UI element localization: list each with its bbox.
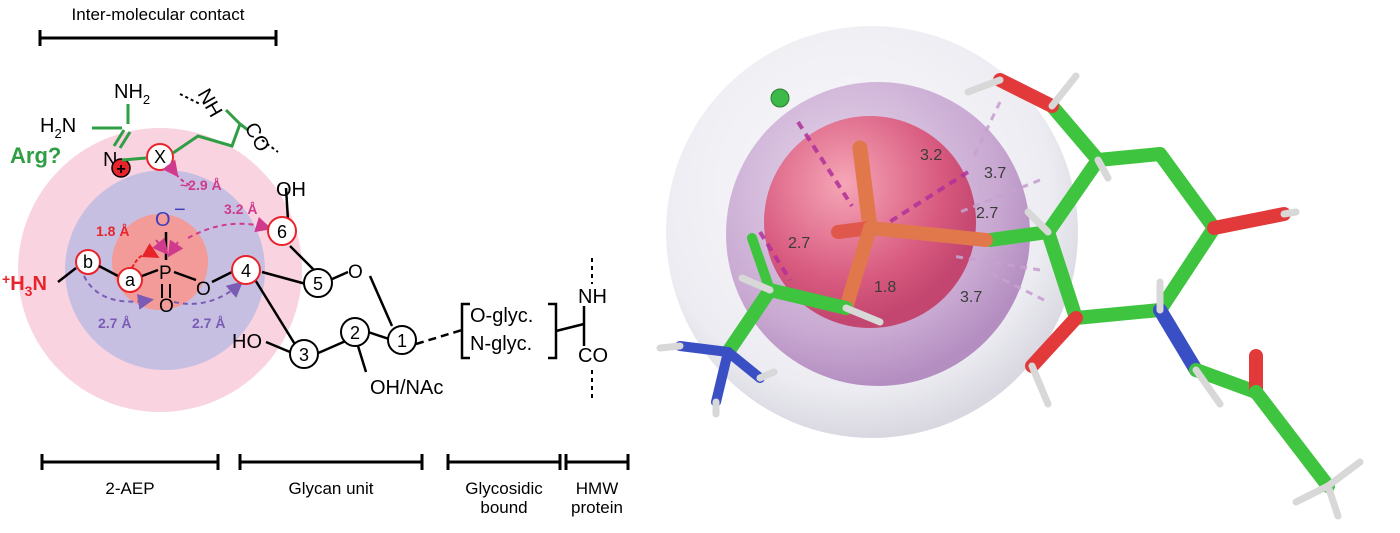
model-distance-3-7-bottom: 3.7	[960, 289, 982, 306]
arg-label: Arg?	[10, 143, 61, 168]
inter-molecular-contact-bracket: Inter-molecular contact	[38, 5, 278, 46]
protein-co: CO	[578, 345, 608, 367]
phosphate-o-top: O	[155, 209, 171, 231]
distance-2-7-left: 2.7 Å	[98, 315, 131, 331]
distance-annotations: 1.8 Å ~2.9 Å 3.2 Å 2.7 Å 2.7 Å	[83, 159, 272, 331]
contact-atom	[770, 88, 790, 108]
amine-chain: +H3N b a	[2, 249, 159, 299]
distance-2-7-right: 2.7 Å	[192, 315, 225, 331]
svg-text:+: +	[116, 161, 125, 178]
ring-position-2	[340, 317, 370, 347]
model-distance-2-7-right: 2.7	[976, 205, 998, 222]
distance-2-9: ~2.9 Å	[180, 177, 222, 193]
model-distance-3-2: 3.2	[920, 147, 942, 164]
label-bound: bound	[480, 498, 527, 517]
ring-oxygen: O	[348, 262, 363, 283]
oh-top: OH	[276, 179, 306, 201]
svg-text:4: 4	[241, 261, 251, 281]
inter-molecular-contact-label: Inter-molecular contact	[72, 5, 245, 24]
label-protein: protein	[571, 498, 623, 517]
model-distance-2-7-left: 2.7	[788, 235, 810, 252]
oh-nac: OH/NAc	[370, 377, 443, 399]
label-glycosidic: Glycosidic	[465, 479, 543, 498]
interaction-spheres	[18, 128, 302, 412]
backbone-co: CO	[240, 119, 274, 156]
distance-1-8: 1.8 Å	[96, 223, 129, 239]
arg-nh2: NH2	[114, 81, 150, 107]
glycosidic-linkage: O-glyc. N-glyc. NH CO	[460, 258, 608, 398]
atom-b	[75, 249, 101, 275]
svg-text:6: 6	[277, 222, 287, 242]
phosphate-o-link: O	[196, 279, 211, 300]
svg-text:1: 1	[397, 331, 407, 351]
bottom-brackets: 2-AEP Glycan unit Glycosidic bound HMW p…	[40, 454, 630, 517]
ring-position-4	[231, 255, 261, 285]
svg-text:5: 5	[313, 274, 323, 294]
atom-a	[117, 267, 143, 293]
ring-position-5	[303, 268, 333, 298]
svg-text:3: 3	[299, 345, 309, 365]
ring-position-1	[387, 325, 417, 355]
glycan-ring: O 4 5 6 1 2 3 OH HO OH/NAc	[231, 179, 463, 399]
arg-positive-charge	[111, 158, 131, 178]
phosphorus: P	[159, 263, 172, 284]
phosphate-group: O − P O O	[155, 199, 233, 317]
model-distance-1-8: 1.8	[874, 279, 896, 296]
phosphate-o-bottom: O	[159, 296, 174, 317]
arg-h2n: H2N	[40, 115, 76, 141]
svg-text:X: X	[154, 147, 166, 167]
molecular-model: 3.2 3.7 2.7 2.7 1.8 3.7	[656, 26, 1364, 520]
n-glyc: N-glyc.	[470, 333, 532, 355]
svg-text:b: b	[83, 252, 93, 272]
o-glyc: O-glyc.	[470, 305, 533, 327]
distance-3-2: 3.2 Å	[224, 201, 257, 217]
protein-nh: NH	[578, 286, 607, 308]
svg-text:2: 2	[350, 323, 360, 343]
label-2-aep: 2-AEP	[105, 479, 154, 498]
ring-position-6	[267, 216, 297, 246]
model-distance-3-7-top: 3.7	[984, 165, 1006, 182]
svg-text:a: a	[125, 270, 136, 290]
label-glycan-unit: Glycan unit	[288, 479, 373, 498]
ring-position-3	[289, 339, 319, 369]
amine-label: +H3N	[2, 271, 47, 299]
ho-left: HO	[232, 331, 262, 353]
phosphate-minus: −	[174, 199, 186, 221]
label-hmw: HMW	[576, 479, 618, 498]
